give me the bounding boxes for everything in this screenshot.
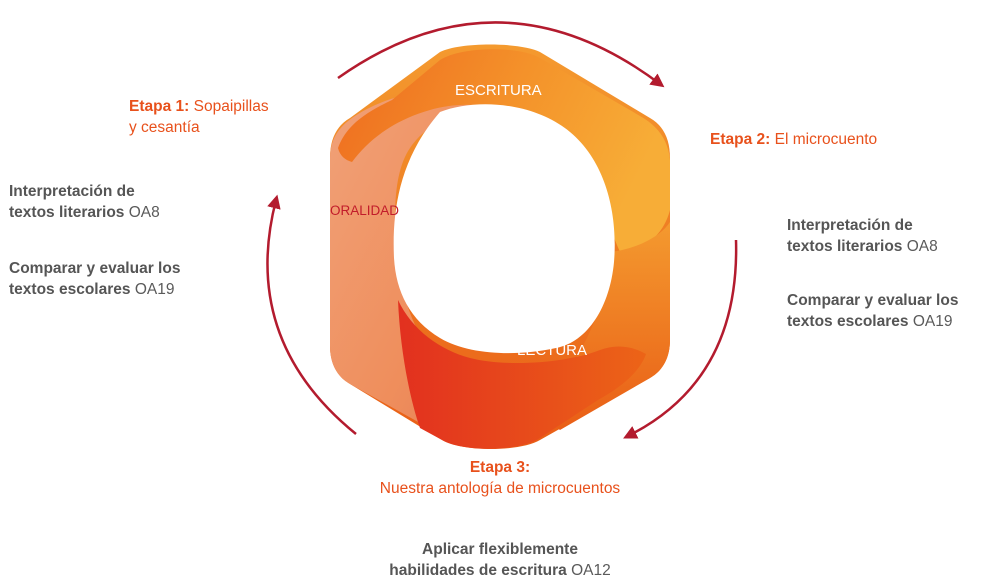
- stage2-item1: Interpretación de textos literarios OA8: [787, 215, 938, 257]
- stage1-item1-code: OA8: [128, 204, 160, 221]
- stage2-item2-line2: textos escolares: [787, 313, 909, 330]
- stage1-item2-code: OA19: [134, 281, 175, 298]
- stage3-title: Etapa 3:: [469, 459, 531, 476]
- stage2-item1-line1: Interpretación de: [787, 217, 913, 234]
- stage3-item1-line2: habilidades de escritura: [389, 562, 567, 579]
- stage2-name: El microcuento: [774, 131, 878, 148]
- ring-segment-left: [330, 91, 510, 442]
- stage1-item1-line1: Interpretación de: [9, 183, 135, 200]
- stage1-title: Etapa 1:: [129, 98, 190, 115]
- stage3-item1-code: OA12: [571, 562, 611, 579]
- stage2-item2-code: OA19: [912, 313, 953, 330]
- stage3-item1-line1: Aplicar flexiblemente: [422, 541, 578, 558]
- ring-label-oralidad: ORALIDAD: [330, 203, 400, 218]
- ring-label-escritura: ESCRITURA: [455, 82, 542, 99]
- stage1-heading: Etapa 1: Sopaipillas y cesantía: [129, 96, 269, 138]
- stage3-heading: Etapa 3: Nuestra antología de microcuent…: [330, 457, 670, 499]
- ring-segment-bottom: [398, 300, 646, 449]
- stage1-item1: Interpretación de textos literarios OA8: [9, 181, 160, 223]
- stage1-item2: Comparar y evaluar los textos escolares …: [9, 258, 180, 300]
- ring-shape: [330, 44, 670, 449]
- stage1-name-line2: y cesantía: [129, 119, 200, 136]
- stage1-item2-line2: textos escolares: [9, 281, 131, 298]
- stage1-item1-line2: textos literarios: [9, 204, 125, 221]
- stage2-item1-code: OA8: [906, 238, 938, 255]
- stage3-name: Nuestra antología de microcuentos: [379, 480, 621, 497]
- stage2-title: Etapa 2:: [710, 131, 771, 148]
- stage1-item2-line1: Comparar y evaluar los: [9, 260, 181, 277]
- stage2-item2-line1: Comparar y evaluar los: [787, 292, 959, 309]
- stage2-item2: Comparar y evaluar los textos escolares …: [787, 290, 958, 332]
- arrow-right: [623, 239, 738, 439]
- stage2-heading: Etapa 2: El microcuento: [710, 129, 877, 150]
- arrow-left: [266, 194, 357, 435]
- stage2-item1-line2: textos literarios: [787, 238, 903, 255]
- ring-segment-top: [338, 49, 670, 252]
- ring-label-lectura: LECTURA: [517, 342, 588, 359]
- stage3-item1: Aplicar flexiblemente habilidades de esc…: [330, 539, 670, 581]
- ring-hole: [393, 104, 615, 354]
- stage1-name-line1: Sopaipillas: [193, 98, 269, 115]
- arrow-top: [337, 21, 665, 88]
